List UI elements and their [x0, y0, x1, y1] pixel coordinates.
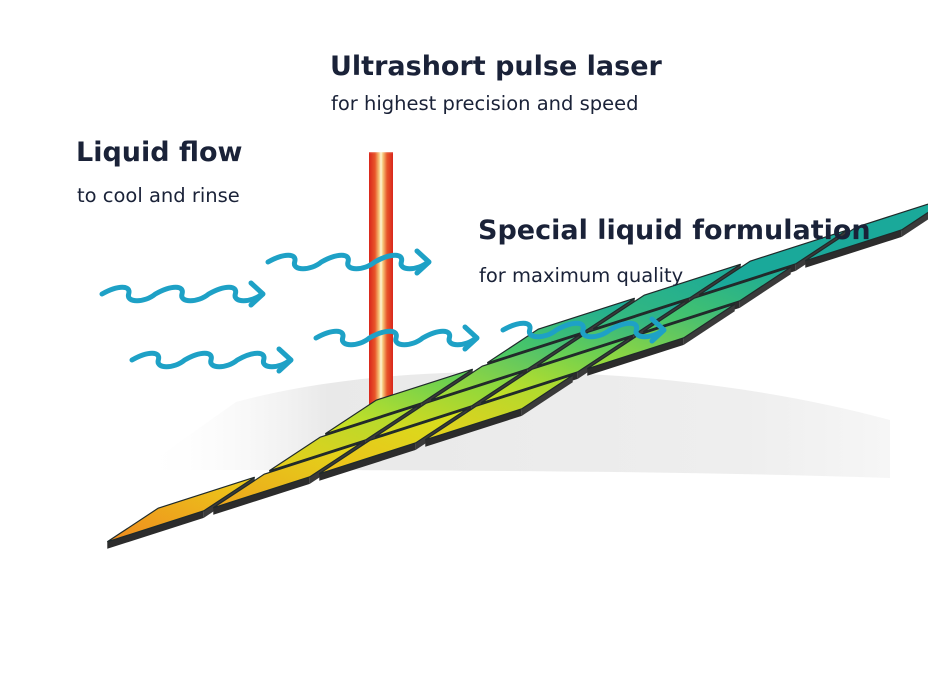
liquid-flow-subtitle: to cool and rinse	[77, 184, 240, 207]
flow-arrow-shaft	[265, 252, 431, 272]
tile	[424, 374, 574, 441]
tile-side	[739, 267, 791, 308]
tile	[374, 371, 524, 438]
liquid-flow-title: Liquid flow	[76, 137, 243, 168]
tile	[486, 297, 636, 364]
tile	[804, 203, 928, 262]
tile-side	[901, 212, 928, 237]
tile	[324, 368, 474, 435]
flow-arrow-head	[276, 346, 294, 374]
flow-arrow-head	[649, 316, 667, 344]
tile	[592, 263, 742, 330]
tile-side	[521, 375, 573, 416]
flow-arrow-shaft	[129, 350, 293, 370]
tile-edge	[213, 476, 310, 515]
liquid-flow-arrows	[99, 248, 667, 374]
flow-arrow-head	[414, 248, 432, 276]
flow-arrow-head	[248, 280, 266, 308]
tile	[430, 334, 580, 401]
tile-grid-front	[106, 266, 792, 549]
laser-fade	[366, 150, 396, 190]
laser-title: Ultrashort pulse laser	[330, 51, 662, 82]
tile-edge	[587, 337, 684, 376]
tile	[268, 405, 418, 472]
formulation-title: Special liquid formulation	[478, 215, 871, 246]
tile-edge	[107, 510, 204, 549]
flow-arrow-head	[462, 324, 480, 352]
flow-arrow-shaft	[313, 328, 479, 348]
formulation-subtitle: for maximum quality	[479, 264, 684, 287]
laser-subtitle: for highest precision and speed	[331, 92, 639, 115]
tile	[480, 337, 630, 404]
tile	[698, 229, 848, 296]
tile	[586, 303, 736, 370]
tile-edge	[319, 442, 416, 481]
tile	[318, 408, 468, 475]
flow-arrow-shaft	[99, 284, 265, 304]
tile	[642, 266, 792, 333]
tile-edge	[425, 408, 522, 447]
tile-edge	[805, 229, 902, 268]
tile	[536, 300, 686, 367]
flow-arrow-shaft	[500, 320, 666, 340]
tile	[212, 442, 362, 509]
tile-side	[683, 304, 735, 345]
tile	[106, 476, 256, 543]
